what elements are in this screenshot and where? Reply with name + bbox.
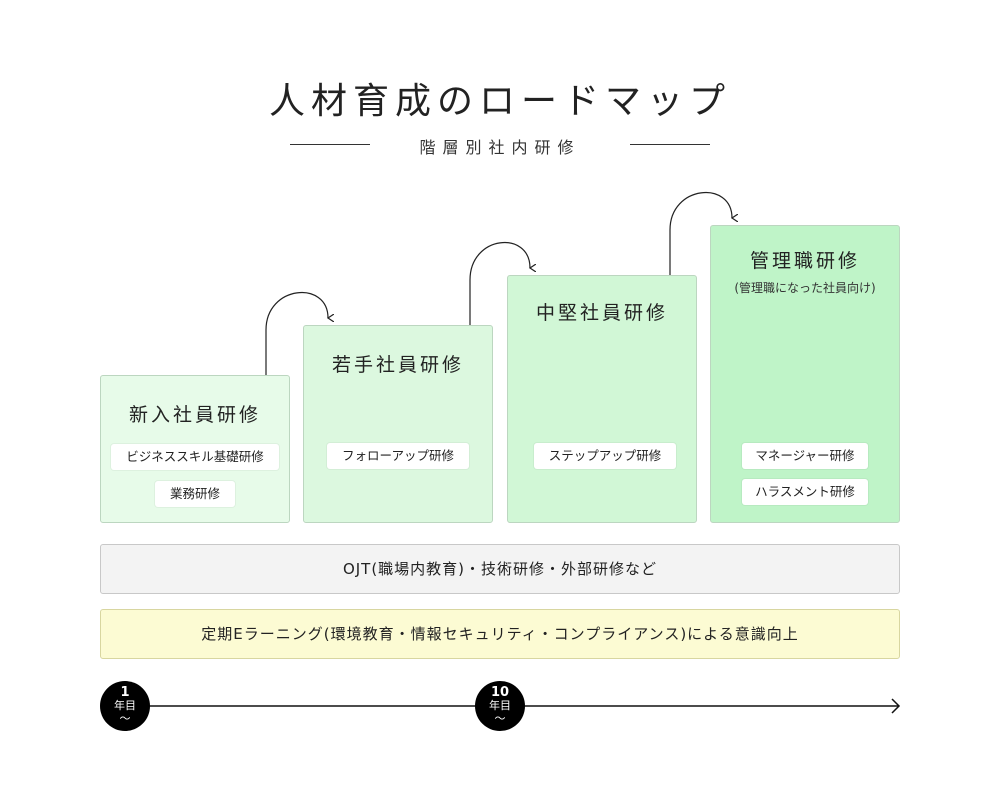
elearning-band: 定期Eラーニング(環境教育・情報セキュリティ・コンプライアンス)による意識向上 (100, 609, 900, 659)
stage-box-mid-career: 中堅社員研修 ステップアップ研修 (507, 275, 697, 523)
training-chip: ビジネススキル基礎研修 (111, 444, 279, 470)
timeline-marker-year-10: 10 年目 〜 (475, 681, 525, 731)
training-chip: ステップアップ研修 (534, 443, 676, 469)
training-chip: 業務研修 (155, 481, 235, 507)
subtitle-row: 階層別社内研修 (0, 132, 1000, 158)
marker-tilde: 〜 (119, 712, 131, 725)
stage-title: 中堅社員研修 (535, 302, 668, 324)
page-subtitle: 階層別社内研修 (419, 138, 581, 157)
stage-note: (管理職になった社員向け) (734, 281, 876, 295)
stage-title: 新入社員研修 (128, 404, 261, 426)
page-title: 人材育成のロードマップ (268, 81, 731, 122)
connector-arrow-1 (265, 291, 328, 375)
marker-unit: 年目 (114, 699, 136, 712)
training-chip: フォローアップ研修 (327, 443, 469, 469)
marker-unit: 年目 (489, 699, 511, 712)
ojt-band: OJT(職場内教育)・技術研修・外部研修など (100, 544, 900, 594)
connector-arrow-3 (669, 191, 732, 275)
stage-title: 管理職研修 (749, 250, 860, 272)
subtitle-right-rule (630, 144, 710, 145)
marker-number: 1 (120, 685, 130, 700)
marker-tilde: 〜 (494, 712, 506, 725)
stage-box-manager: 管理職研修 (管理職になった社員向け) マネージャー研修 ハラスメント研修 (710, 225, 900, 523)
timeline-marker-year-1: 1 年目 〜 (100, 681, 150, 731)
training-chip: ハラスメント研修 (742, 479, 868, 505)
marker-number: 10 (490, 685, 510, 700)
stage-title: 若手社員研修 (331, 354, 464, 376)
connector-arrow-2 (469, 242, 530, 325)
stage-box-young-employee: 若手社員研修 フォローアップ研修 (303, 325, 493, 523)
subtitle-left-rule (290, 144, 370, 145)
training-chip: マネージャー研修 (742, 443, 868, 469)
stage-box-new-employee: 新入社員研修 ビジネススキル基礎研修 業務研修 (100, 375, 290, 523)
